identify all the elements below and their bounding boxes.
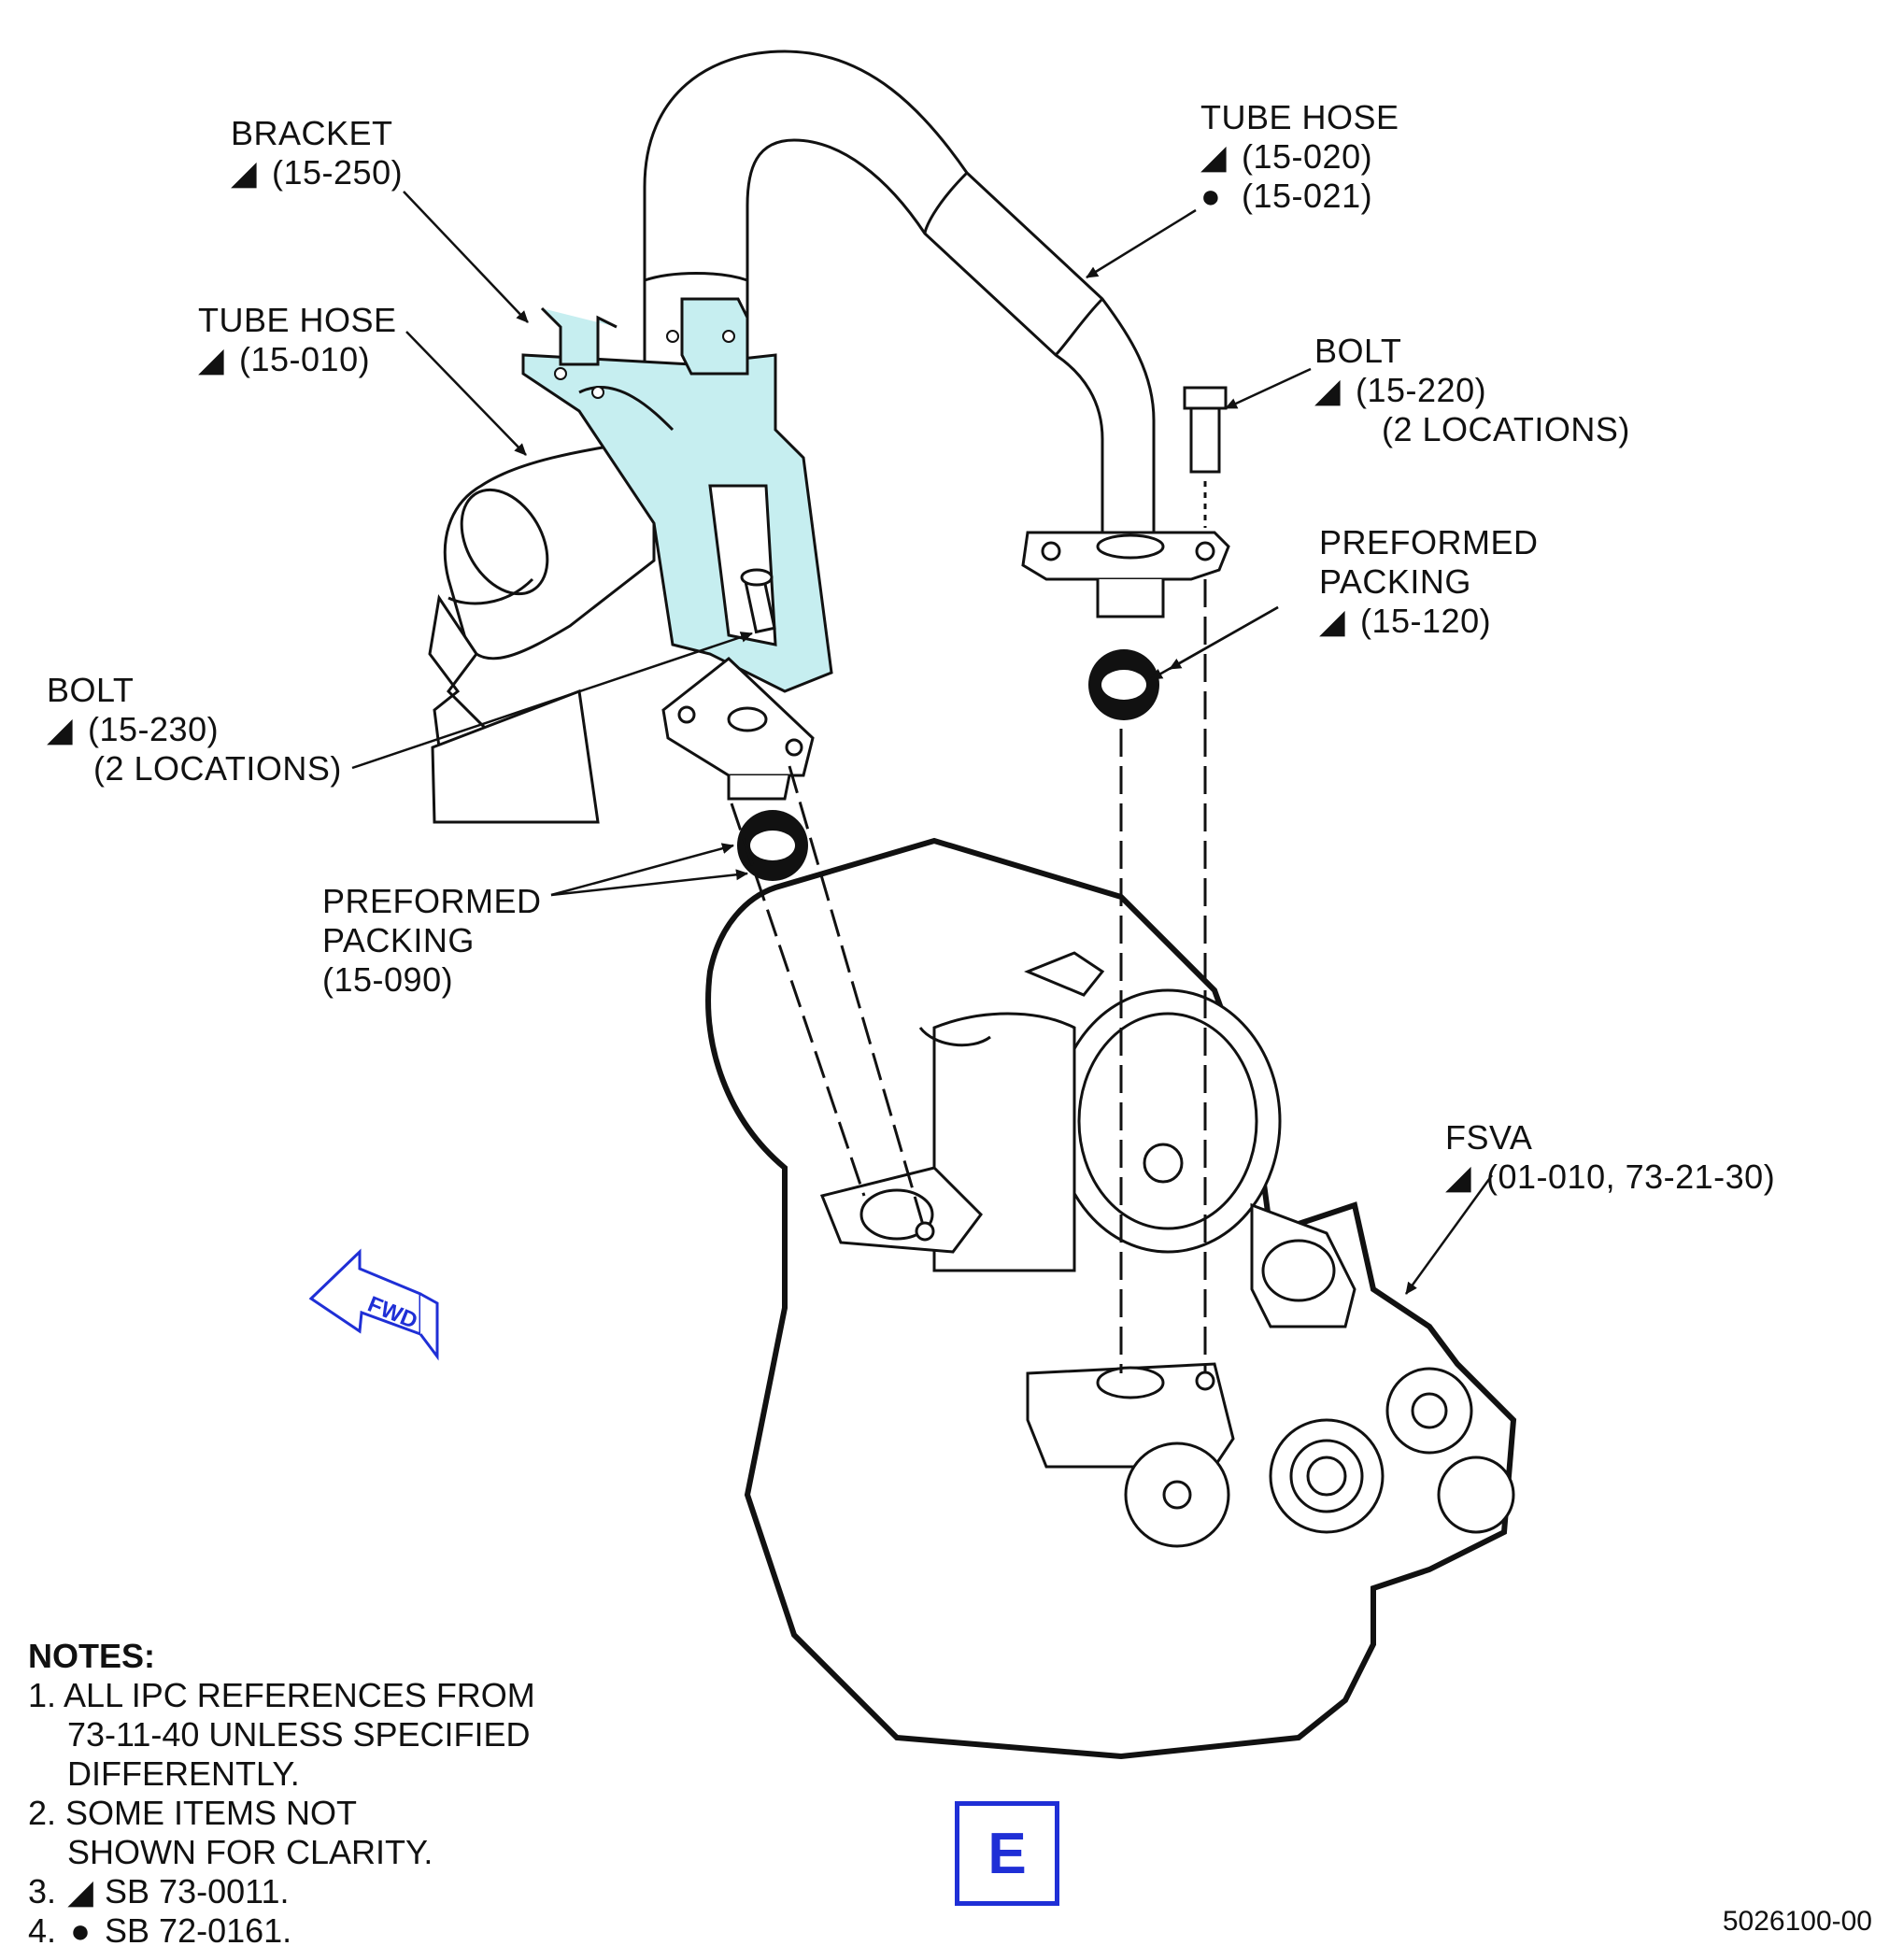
note-4-text: SB 72-0161. — [105, 1911, 292, 1950]
label-bolt-1-name: BOLT — [1314, 332, 1402, 370]
label-fsva-ref-row: ◢ (01-010, 73-21-30) — [1445, 1158, 1775, 1197]
label-bracket-name: BRACKET — [231, 114, 393, 152]
label-bolt-1-qty: (2 LOCATIONS) — [1382, 410, 1630, 448]
label-bracket: BRACKET ◢ (15-250) — [231, 114, 403, 192]
label-tube-hose-2-name: TUBE HOSE — [1200, 98, 1399, 136]
notes-title: NOTES: — [28, 1637, 156, 1675]
label-bolt-15-230: BOLT ◢ (15-230) (2 LOCATIONS) — [47, 671, 342, 788]
label-packing-1-line1: PREFORMED — [1319, 523, 1539, 561]
note-1-line-1: 1. ALL IPC REFERENCES FROM — [28, 1676, 535, 1714]
label-packing-2-line1: PREFORMED — [322, 882, 542, 920]
lower-flange — [661, 657, 815, 801]
label-packing-2-ref: (15-090) — [322, 960, 454, 999]
label-tube-hose-ref: (15-010) — [239, 340, 371, 378]
label-packing-1-ref-row: ◢ (15-120) — [1319, 602, 1539, 641]
label-fsva-name: FSVA — [1445, 1118, 1533, 1157]
tube-hose-upper — [643, 50, 1156, 544]
sb-triangle-icon: ◢ — [67, 1872, 93, 1910]
label-packing-1-ref: (15-120) — [1360, 602, 1492, 640]
note-3: 3. ◢ SB 73-0011. — [28, 1872, 535, 1911]
leader-lines — [351, 191, 1494, 1295]
note-3-text: SB 73-0011. — [105, 1872, 290, 1910]
fwd-arrow: FWD — [308, 1248, 439, 1361]
document-number: 5026100-00 — [1722, 1906, 1872, 1937]
packing-15-090-part — [737, 810, 808, 881]
label-tube-hose-15-010: TUBE HOSE ◢ (15-010) — [198, 301, 397, 379]
bolt-15-220-part — [1183, 386, 1228, 528]
sb-triangle-icon: ◢ — [231, 153, 258, 192]
sb-triangle-icon: ◢ — [1445, 1158, 1472, 1196]
label-tube-hose-15-020: TUBE HOSE ◢ (15-020) ● (15-021) — [1200, 98, 1399, 216]
sb-triangle-icon: ◢ — [1314, 371, 1342, 409]
note-2-line-1: 2. SOME ITEMS NOT — [28, 1794, 358, 1832]
label-tube-hose-2-ref-b-row: ● (15-021) — [1200, 177, 1399, 216]
label-bolt-2-ref-row: ◢ (15-230) — [47, 710, 342, 749]
sb-dot-icon: ● — [70, 1911, 91, 1950]
label-bolt-2-name: BOLT — [47, 671, 135, 709]
label-fsva: FSVA ◢ (01-010, 73-21-30) — [1445, 1118, 1775, 1197]
label-bolt-15-220: BOLT ◢ (15-220) (2 LOCATIONS) — [1314, 332, 1630, 449]
label-bolt-1-ref-row: ◢ (15-220) — [1314, 371, 1630, 410]
alignment-lines — [730, 579, 1207, 1373]
label-tube-hose-2-ref-a-row: ◢ (15-020) — [1200, 137, 1399, 177]
sb-dot-icon: ● — [1200, 177, 1222, 215]
label-bracket-ref-row: ◢ (15-250) — [231, 153, 403, 192]
label-bolt-2-qty: (2 LOCATIONS) — [93, 749, 342, 788]
bolt-15-230-part — [740, 568, 776, 634]
label-fsva-ref: (01-010, 73-21-30) — [1486, 1158, 1776, 1196]
label-packing-1-line2: PACKING — [1319, 562, 1471, 601]
label-packing-2-line2: PACKING — [322, 921, 475, 959]
label-bracket-ref: (15-250) — [272, 153, 404, 192]
label-tube-hose-2-ref-a: (15-020) — [1242, 137, 1373, 176]
label-bolt-1-ref: (15-220) — [1356, 371, 1487, 409]
fsva-body — [705, 837, 1517, 1760]
note-1-line-2: 73-11-40 UNLESS SPECIFIED — [67, 1715, 531, 1754]
label-tube-hose-2-ref-b: (15-021) — [1242, 177, 1373, 215]
sb-triangle-icon: ◢ — [198, 340, 225, 378]
notes-block: NOTES: 1. ALL IPC REFERENCES FROM 73-11-… — [28, 1637, 535, 1951]
label-packing-15-090: PREFORMED PACKING (15-090) — [322, 882, 542, 1000]
sheet-letter: E — [955, 1801, 1059, 1906]
note-4-prefix: 4. — [28, 1911, 57, 1950]
sb-triangle-icon: ◢ — [1319, 602, 1346, 640]
note-4: 4. ● SB 72-0161. — [28, 1911, 535, 1951]
sb-triangle-icon: ◢ — [47, 710, 74, 748]
packing-15-120-part — [1088, 649, 1159, 720]
note-3-prefix: 3. — [28, 1872, 57, 1910]
upper-flange — [1021, 531, 1230, 618]
tube-hose-lower — [428, 437, 656, 824]
note-1-line-3: DIFFERENTLY. — [67, 1754, 300, 1793]
label-packing-15-120: PREFORMED PACKING ◢ (15-120) — [1319, 523, 1539, 641]
note-2-line-2: SHOWN FOR CLARITY. — [67, 1833, 433, 1871]
label-tube-hose-name: TUBE HOSE — [198, 301, 397, 339]
label-tube-hose-ref-row: ◢ (15-010) — [198, 340, 397, 379]
label-bolt-2-ref: (15-230) — [88, 710, 220, 748]
sb-triangle-icon: ◢ — [1200, 137, 1228, 176]
